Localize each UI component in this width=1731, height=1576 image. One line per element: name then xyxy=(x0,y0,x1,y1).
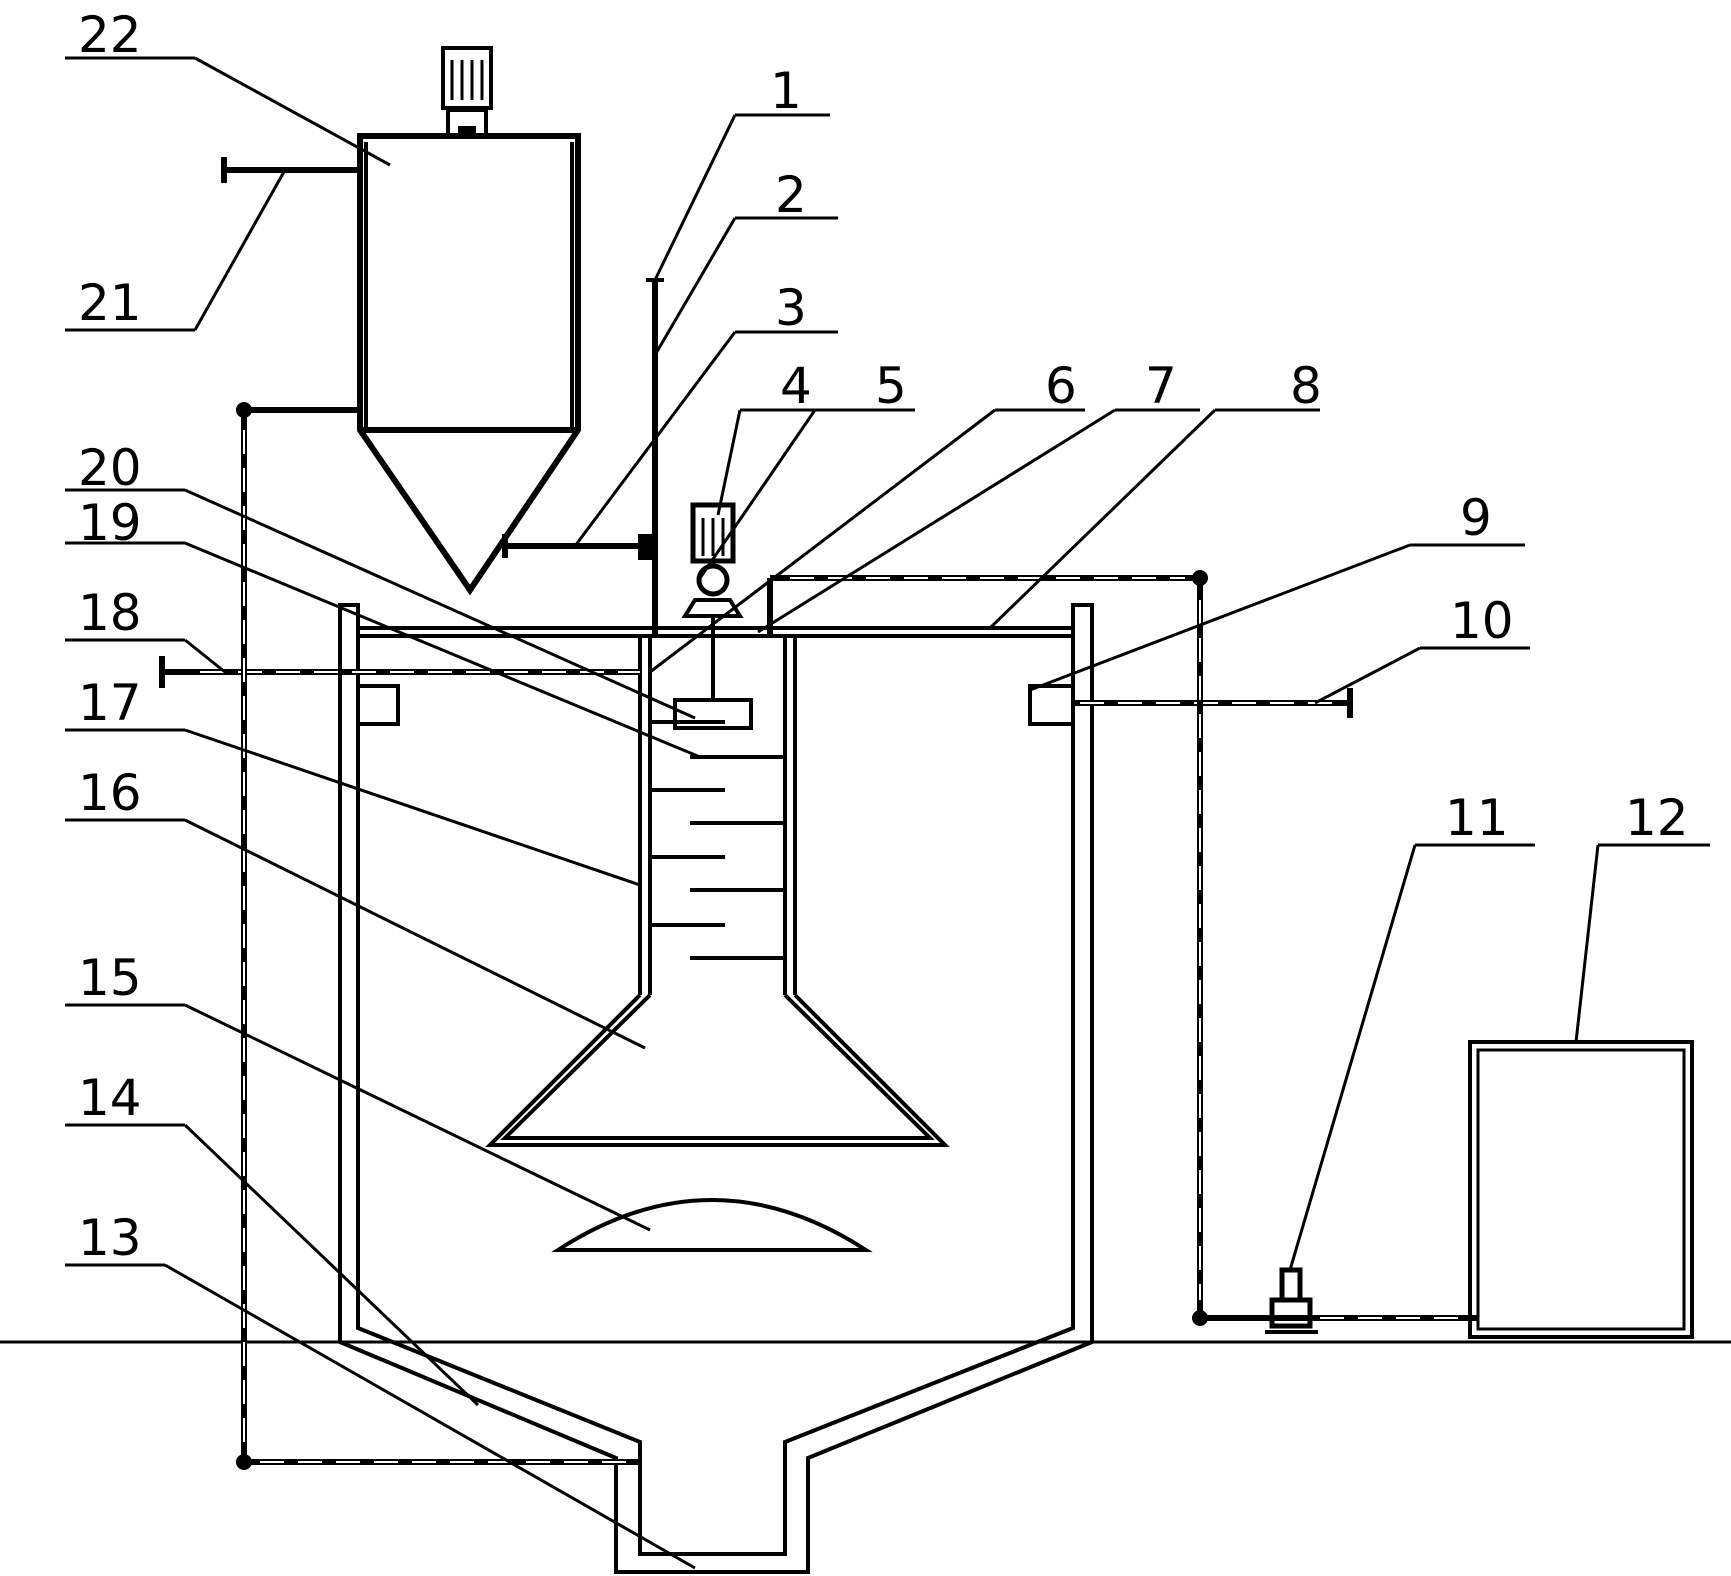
mixer-impeller xyxy=(673,698,753,730)
top-transfer-pipe xyxy=(767,570,1478,1326)
label-2: 2 xyxy=(775,166,807,224)
label-15: 15 xyxy=(78,949,142,1007)
mixer-assembly xyxy=(673,502,753,730)
label-9: 9 xyxy=(1460,489,1492,547)
label-13: 13 xyxy=(78,1209,142,1267)
label-10: 10 xyxy=(1450,592,1514,650)
label-19: 19 xyxy=(78,494,142,552)
part-labels: 1 2 3 4 5 6 7 8 9 10 11 12 13 14 15 16 1… xyxy=(78,6,1689,1267)
label-22: 22 xyxy=(78,6,142,64)
label-21: 21 xyxy=(78,274,142,332)
label-8: 8 xyxy=(1290,357,1322,415)
label-17: 17 xyxy=(78,674,142,732)
label-7: 7 xyxy=(1145,357,1177,415)
label-3: 3 xyxy=(775,279,807,337)
leader-lines xyxy=(65,56,1710,1570)
pump-icon xyxy=(1265,1267,1318,1334)
label-11: 11 xyxy=(1445,789,1509,847)
label-16: 16 xyxy=(78,764,142,822)
label-18: 18 xyxy=(78,584,142,642)
label-1: 1 xyxy=(770,62,802,120)
dosing-feed-pipe xyxy=(221,157,358,183)
left-return-pipe xyxy=(236,402,640,1470)
dosing-motor-icon xyxy=(441,46,493,110)
central-tube xyxy=(485,636,950,1147)
label-14: 14 xyxy=(78,1069,142,1127)
storage-tank xyxy=(1468,1040,1694,1339)
reactor-vessel xyxy=(338,603,1094,1574)
label-5: 5 xyxy=(875,357,907,415)
label-4: 4 xyxy=(780,357,812,415)
dosing-tank xyxy=(357,46,581,596)
label-6: 6 xyxy=(1045,357,1077,415)
vertical-feed-pipe xyxy=(646,278,664,635)
deflector-cap xyxy=(551,1198,873,1252)
label-12: 12 xyxy=(1625,789,1689,847)
right-outlet-pipe xyxy=(1073,688,1353,718)
label-20: 20 xyxy=(78,439,142,497)
dosing-line xyxy=(502,534,655,560)
